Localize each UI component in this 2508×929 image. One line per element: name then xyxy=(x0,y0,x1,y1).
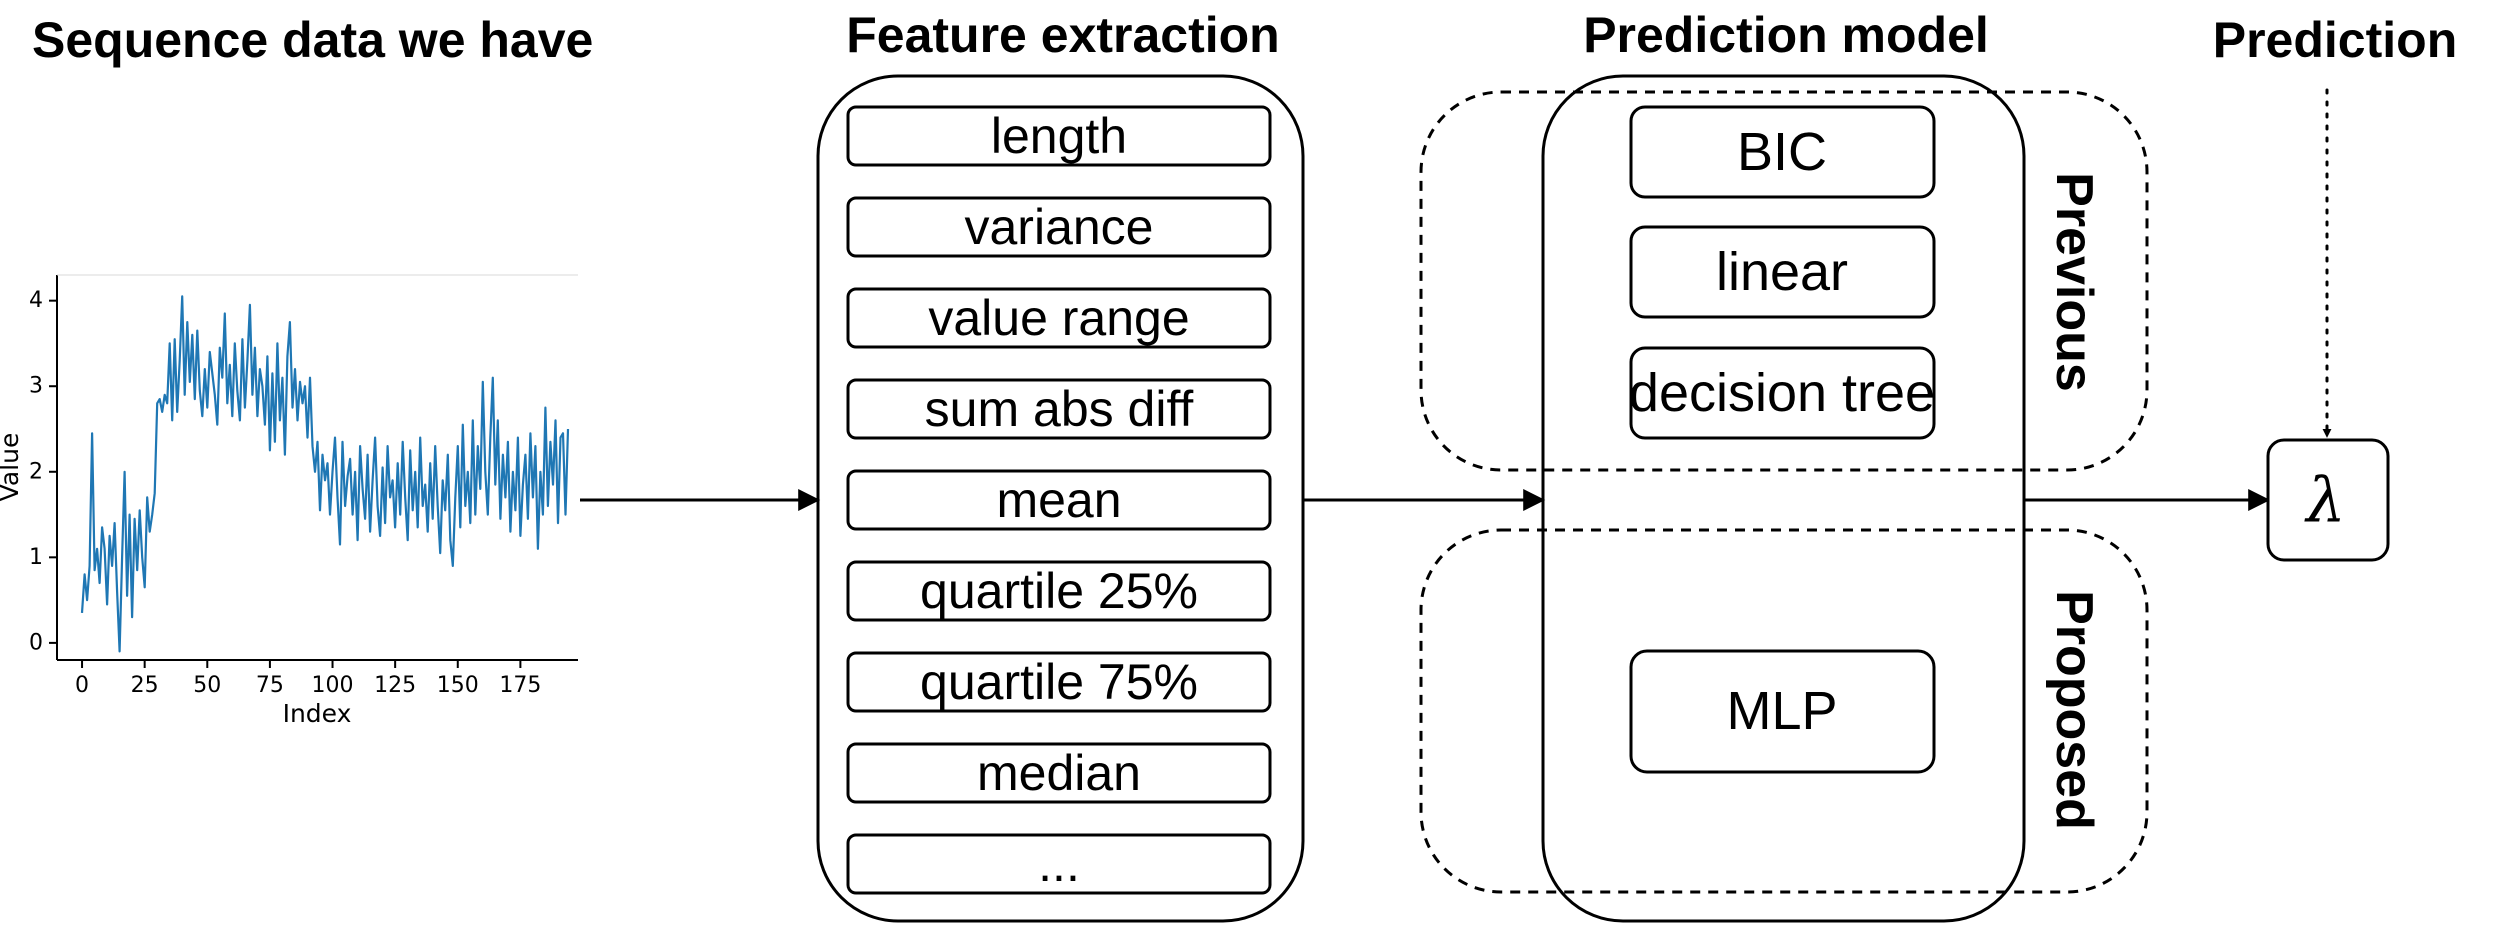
title-prediction: Prediction xyxy=(2213,12,2457,68)
prediction-model-container xyxy=(1541,74,2026,923)
model-label-bic: BIC xyxy=(1737,122,1827,182)
feature-box-5: quartile 25% xyxy=(846,560,1272,622)
y-tick-label: 4 xyxy=(29,288,43,313)
y-tick-label: 0 xyxy=(29,630,43,655)
feature-label: length xyxy=(991,108,1127,164)
feature-box-1: variance xyxy=(846,196,1272,258)
x-tick-label: 125 xyxy=(374,673,416,698)
x-tick-label: 75 xyxy=(256,673,284,698)
feature-box-0: length xyxy=(846,105,1272,167)
model-box-bic: BIC xyxy=(1629,105,1936,199)
proposed-method-group xyxy=(1419,528,2149,894)
feature-box-frame xyxy=(846,105,1272,167)
feature-box-4: mean xyxy=(846,469,1272,531)
feature-box-frame xyxy=(846,742,1272,804)
x-tick-label: 25 xyxy=(131,673,159,698)
model-box-mlp: MLP xyxy=(1629,649,1936,774)
chart-x-ticks: 0 25 50 75 100 125 150 175 xyxy=(75,660,541,698)
x-tick-label: 0 xyxy=(75,673,89,698)
y-tick-label: 1 xyxy=(29,545,43,570)
chart-series-line xyxy=(80,295,570,653)
model-label-mlp: MLP xyxy=(1726,681,1837,741)
model-box-decision-tree: decision tree xyxy=(1629,346,1936,440)
title-feature-extraction: Feature extraction xyxy=(846,7,1279,63)
chart-x-axis-label: Index xyxy=(283,699,352,728)
previous-methods-group xyxy=(1419,90,2149,472)
chart-y-axis-label: Value xyxy=(0,433,24,502)
feature-label: sum abs diff xyxy=(925,381,1194,437)
feature-label: mean xyxy=(996,472,1121,528)
model-label-decision-tree: decision tree xyxy=(1629,363,1935,423)
feature-label: median xyxy=(977,745,1141,801)
feature-box-6: quartile 75% xyxy=(846,651,1272,713)
feature-label: value range xyxy=(928,290,1189,346)
feature-box-frame xyxy=(846,287,1272,349)
feature-box-7: median xyxy=(846,742,1272,804)
y-tick-label: 2 xyxy=(29,459,43,484)
feature-box-frame xyxy=(846,378,1272,440)
output-lambda-box: λ xyxy=(2266,438,2390,562)
x-tick-label: 100 xyxy=(312,673,354,698)
feature-box-8: ... xyxy=(846,833,1272,895)
feature-box-frame xyxy=(846,651,1272,713)
feature-label: quartile 75% xyxy=(920,654,1198,710)
chart-y-ticks: 0 1 2 3 4 xyxy=(29,288,57,655)
feature-box-frame xyxy=(846,469,1272,531)
model-box-linear: linear xyxy=(1629,225,1936,319)
feature-label: quartile 25% xyxy=(920,563,1198,619)
feature-box-frame xyxy=(846,833,1272,895)
x-tick-label: 175 xyxy=(499,673,541,698)
x-tick-label: 150 xyxy=(437,673,479,698)
feature-box-frame xyxy=(846,196,1272,258)
feature-list: length variance value range sum abs diff mea… xyxy=(846,105,1272,895)
previous-label: Previous xyxy=(2045,172,2103,392)
feature-label: variance xyxy=(965,199,1154,255)
model-label-linear: linear xyxy=(1716,242,1848,302)
title-prediction-model: Prediction model xyxy=(1583,7,1989,63)
title-sequence-data: Sequence data we have xyxy=(32,12,593,68)
output-lambda-symbol: λ xyxy=(2303,464,2345,537)
feature-box-3: sum abs diff xyxy=(846,378,1272,440)
x-tick-label: 50 xyxy=(193,673,221,698)
proposed-label: Proposed xyxy=(2045,590,2103,830)
feature-box-2: value range xyxy=(846,287,1272,349)
y-tick-label: 3 xyxy=(29,374,43,399)
feature-box-frame xyxy=(846,560,1272,622)
sequence-chart: 0 1 2 3 4 0 25 50 75 100 125 150 175 Index Value xyxy=(0,274,578,728)
feature-label: ... xyxy=(1038,836,1080,892)
